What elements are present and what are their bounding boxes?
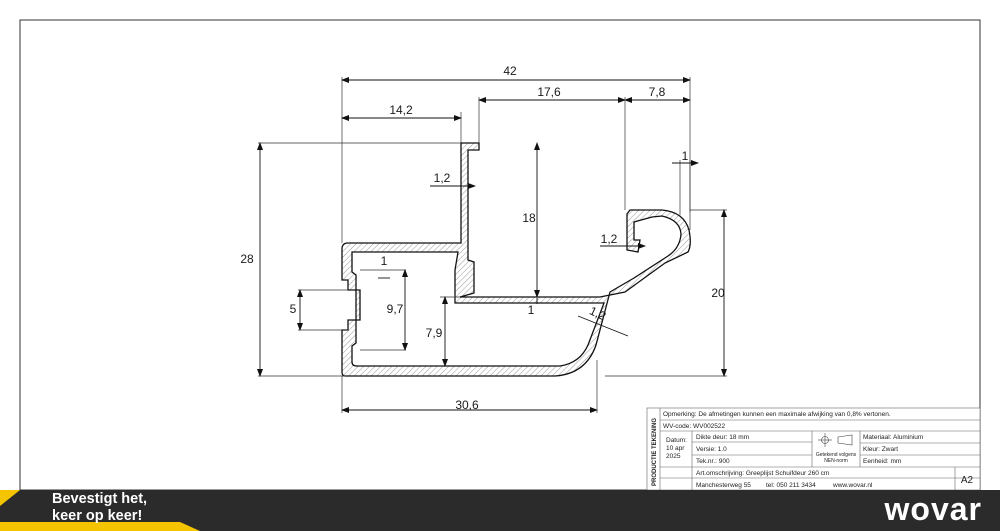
dim-grip-height: 20	[711, 286, 725, 300]
dim-line-1-2-diag	[577, 315, 629, 337]
remark: Opmerking: De afmetingen kunnen een maxi…	[663, 411, 891, 418]
dim-edge-thickness: 1	[682, 149, 689, 163]
dim-overall-height: 28	[240, 252, 254, 266]
dim-upright-height: 18	[522, 211, 536, 225]
drawn-line1: Getekend volgens	[816, 452, 857, 458]
dim-top-right-width: 7,8	[649, 85, 666, 99]
dim-bottom-width: 30,6	[455, 398, 479, 412]
material: Materiaal: Aluminium	[863, 434, 923, 441]
dim-top-middle-width: 17,6	[537, 85, 561, 99]
side-label: PRODUCTIE TEKENING	[652, 418, 658, 486]
dimension-labels: 42 14,2 17,6 7,8 28 5 9,7 1,2 1 18 1,2 1…	[240, 64, 725, 412]
address: Manchesterweg 55	[696, 482, 751, 489]
extension-lines	[258, 77, 727, 413]
version: Versie: 1.0	[696, 446, 727, 453]
slogan-line1: Bevestigt het,	[52, 491, 148, 507]
article-description: Art.omschrijving: Greeplijst Schuifdeur …	[696, 470, 829, 477]
phone: tel: 050 211 3434	[766, 482, 816, 489]
date-line1: 10 apr	[666, 445, 685, 452]
wv-code: WV-code: WV002522	[663, 423, 726, 430]
unit: Eenheid: mm	[863, 458, 901, 465]
date-line2: 2025	[666, 453, 681, 460]
dim-diagonal-thickness: 1,2	[587, 304, 608, 324]
dim-slot-height: 5	[290, 302, 297, 316]
dim-small-thickness: 1	[381, 254, 388, 268]
drawn-line2: NEN-norm	[824, 458, 848, 464]
dim-wall-thickness-left: 1,2	[434, 171, 451, 185]
dim-top-left-width: 14,2	[389, 103, 413, 117]
title-block	[646, 407, 981, 491]
dim-lower-height: 7,9	[426, 326, 443, 340]
dim-inner-wall: 1	[528, 303, 535, 317]
dim-inner-channel-height: 9,7	[387, 302, 404, 316]
slogan-line2: keer op keer!	[52, 508, 143, 524]
profile-outline	[341, 142, 691, 377]
drawing-number: Tek.nr.: 900	[696, 458, 730, 465]
footer-band	[0, 490, 1000, 531]
dim-hook-thickness: 1,2	[601, 232, 618, 246]
projection-symbol-icon	[818, 433, 853, 447]
dimension-lines	[257, 77, 727, 413]
website: www.wovar.nl	[832, 482, 873, 489]
date-label: Datum:	[666, 437, 687, 444]
color: Kleur: Zwart	[863, 446, 898, 453]
sheet-size: A2	[961, 475, 974, 486]
dim-overall-width: 42	[503, 64, 517, 78]
title-block-texts: PRODUCTIE TEKENING Opmerking: De afmetin…	[652, 411, 974, 489]
door-thickness: Dikte deur: 18 mm	[696, 434, 749, 441]
profile-section	[341, 142, 691, 377]
brand-logo[interactable]: wovar	[884, 491, 982, 527]
accent-stripe	[0, 522, 200, 531]
